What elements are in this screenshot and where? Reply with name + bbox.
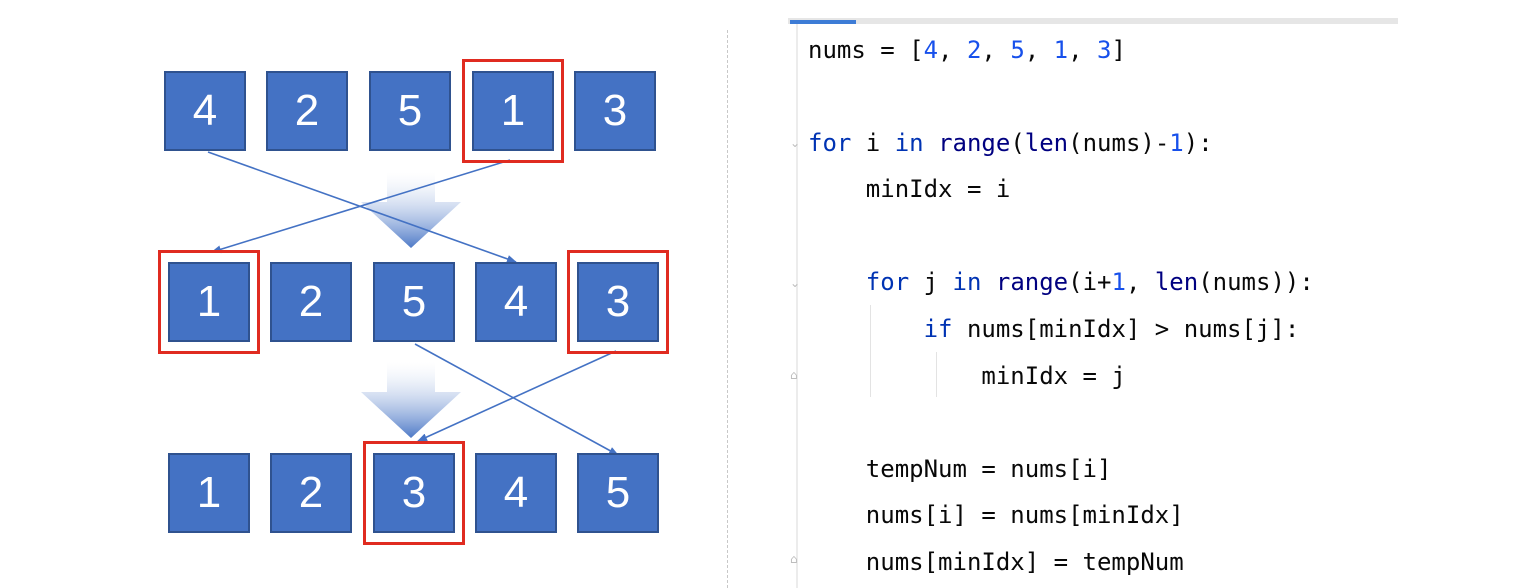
code-line: for i in range(len(nums)-1): (808, 128, 1213, 158)
number-box: 4 (475, 453, 557, 533)
code-token (924, 129, 938, 157)
code-token: 1 (1111, 268, 1126, 296)
code-line: tempNum = nums[i] (808, 454, 1112, 484)
code-token: ( (1010, 129, 1025, 157)
code-token: 4 (923, 36, 939, 64)
code-token: if (923, 315, 953, 343)
code-line: nums = [4, 2, 5, 1, 3] (808, 35, 1126, 65)
number-box: 1 (472, 71, 554, 151)
code-token: j (909, 268, 953, 296)
number-box: 5 (577, 453, 659, 533)
code-token: 1 (1169, 129, 1184, 157)
number-box: 3 (577, 262, 659, 342)
number-box: 1 (168, 262, 250, 342)
code-token: for (808, 129, 852, 157)
panel-divider (727, 30, 728, 588)
code-token (808, 268, 866, 296)
code-token: range (938, 129, 1011, 157)
code-line: nums[i] = nums[minIdx] (808, 500, 1184, 530)
step-arrow-2 (361, 362, 461, 438)
code-token: minIdx = j (808, 362, 1126, 390)
code-token: in (952, 268, 982, 296)
number-box: 4 (475, 262, 557, 342)
editor-tab-bar (788, 18, 1398, 24)
editor-active-tab[interactable] (790, 20, 856, 24)
code-token: tempNum = nums[i] (808, 455, 1112, 483)
code-token: in (894, 129, 924, 157)
code-token: nums[i] = nums[minIdx] (808, 501, 1184, 529)
code-token: , (938, 36, 967, 64)
code-token: nums = [ (808, 36, 924, 64)
code-token: (i+ (1068, 268, 1112, 296)
code-token: nums[minIdx] = tempNum (808, 548, 1184, 576)
code-line: minIdx = i (808, 174, 1011, 204)
code-token: range (995, 268, 1069, 296)
code-line: if nums[minIdx] > nums[j]: (808, 314, 1300, 344)
highlight-frame (363, 441, 465, 545)
code-token: 3 (1097, 36, 1112, 64)
swap-arrow (207, 151, 517, 263)
code-token: 2 (966, 36, 982, 64)
number-box: 3 (574, 71, 656, 151)
code-token: 5 (1010, 36, 1025, 64)
code-token (981, 268, 995, 296)
highlight-frame (567, 250, 669, 354)
code-token: nums[minIdx] > nums[j]: (952, 315, 1300, 343)
swap-arrow (417, 350, 617, 442)
swap-arrow (414, 343, 619, 456)
fold-marker-icon[interactable]: ⌄ (790, 136, 801, 150)
number-box: 1 (168, 453, 250, 533)
code-line: minIdx = j (808, 361, 1126, 391)
code-line: nums[minIdx] = tempNum (808, 547, 1184, 577)
number-box: 2 (270, 453, 352, 533)
highlight-frame (462, 59, 564, 163)
code-token: , (1068, 36, 1098, 64)
swap-arrow (211, 159, 511, 254)
code-token: (nums)- (1068, 129, 1170, 157)
fold-marker-icon[interactable]: ⌄ (790, 276, 801, 290)
code-token (808, 315, 924, 343)
indent-guide (870, 305, 871, 397)
editor-gutter (796, 24, 798, 588)
number-box: 5 (373, 262, 455, 342)
highlight-frame (158, 250, 260, 354)
fold-end-icon[interactable]: ⌂ (790, 368, 798, 382)
diagram-arrows (207, 151, 619, 456)
indent-guide (936, 352, 937, 397)
code-token: len (1154, 268, 1199, 296)
number-box: 2 (270, 262, 352, 342)
code-token: , (1024, 36, 1054, 64)
step-arrow-1 (361, 172, 461, 248)
code-token: len (1024, 129, 1069, 157)
number-box: 2 (266, 71, 348, 151)
code-token: ] (1111, 36, 1126, 64)
number-box: 4 (164, 71, 246, 151)
code-token: , (981, 36, 1011, 64)
code-token: ): (1183, 129, 1213, 157)
fold-end-icon[interactable]: ⌂ (790, 552, 798, 566)
code-token: 1 (1053, 36, 1069, 64)
code-token: , (1125, 268, 1155, 296)
code-editor: ⌄ ⌄ ⌂ ⌂ nums = [4, 2, 5, 1, 3] for i in r… (788, 0, 1398, 588)
code-token: i (851, 129, 895, 157)
number-box: 3 (373, 453, 455, 533)
code-line: for j in range(i+1, len(nums)): (808, 267, 1314, 297)
code-token: (nums)): (1198, 268, 1314, 296)
code-token: minIdx = i (808, 175, 1011, 203)
code-token: for (865, 268, 910, 296)
number-box: 5 (369, 71, 451, 151)
